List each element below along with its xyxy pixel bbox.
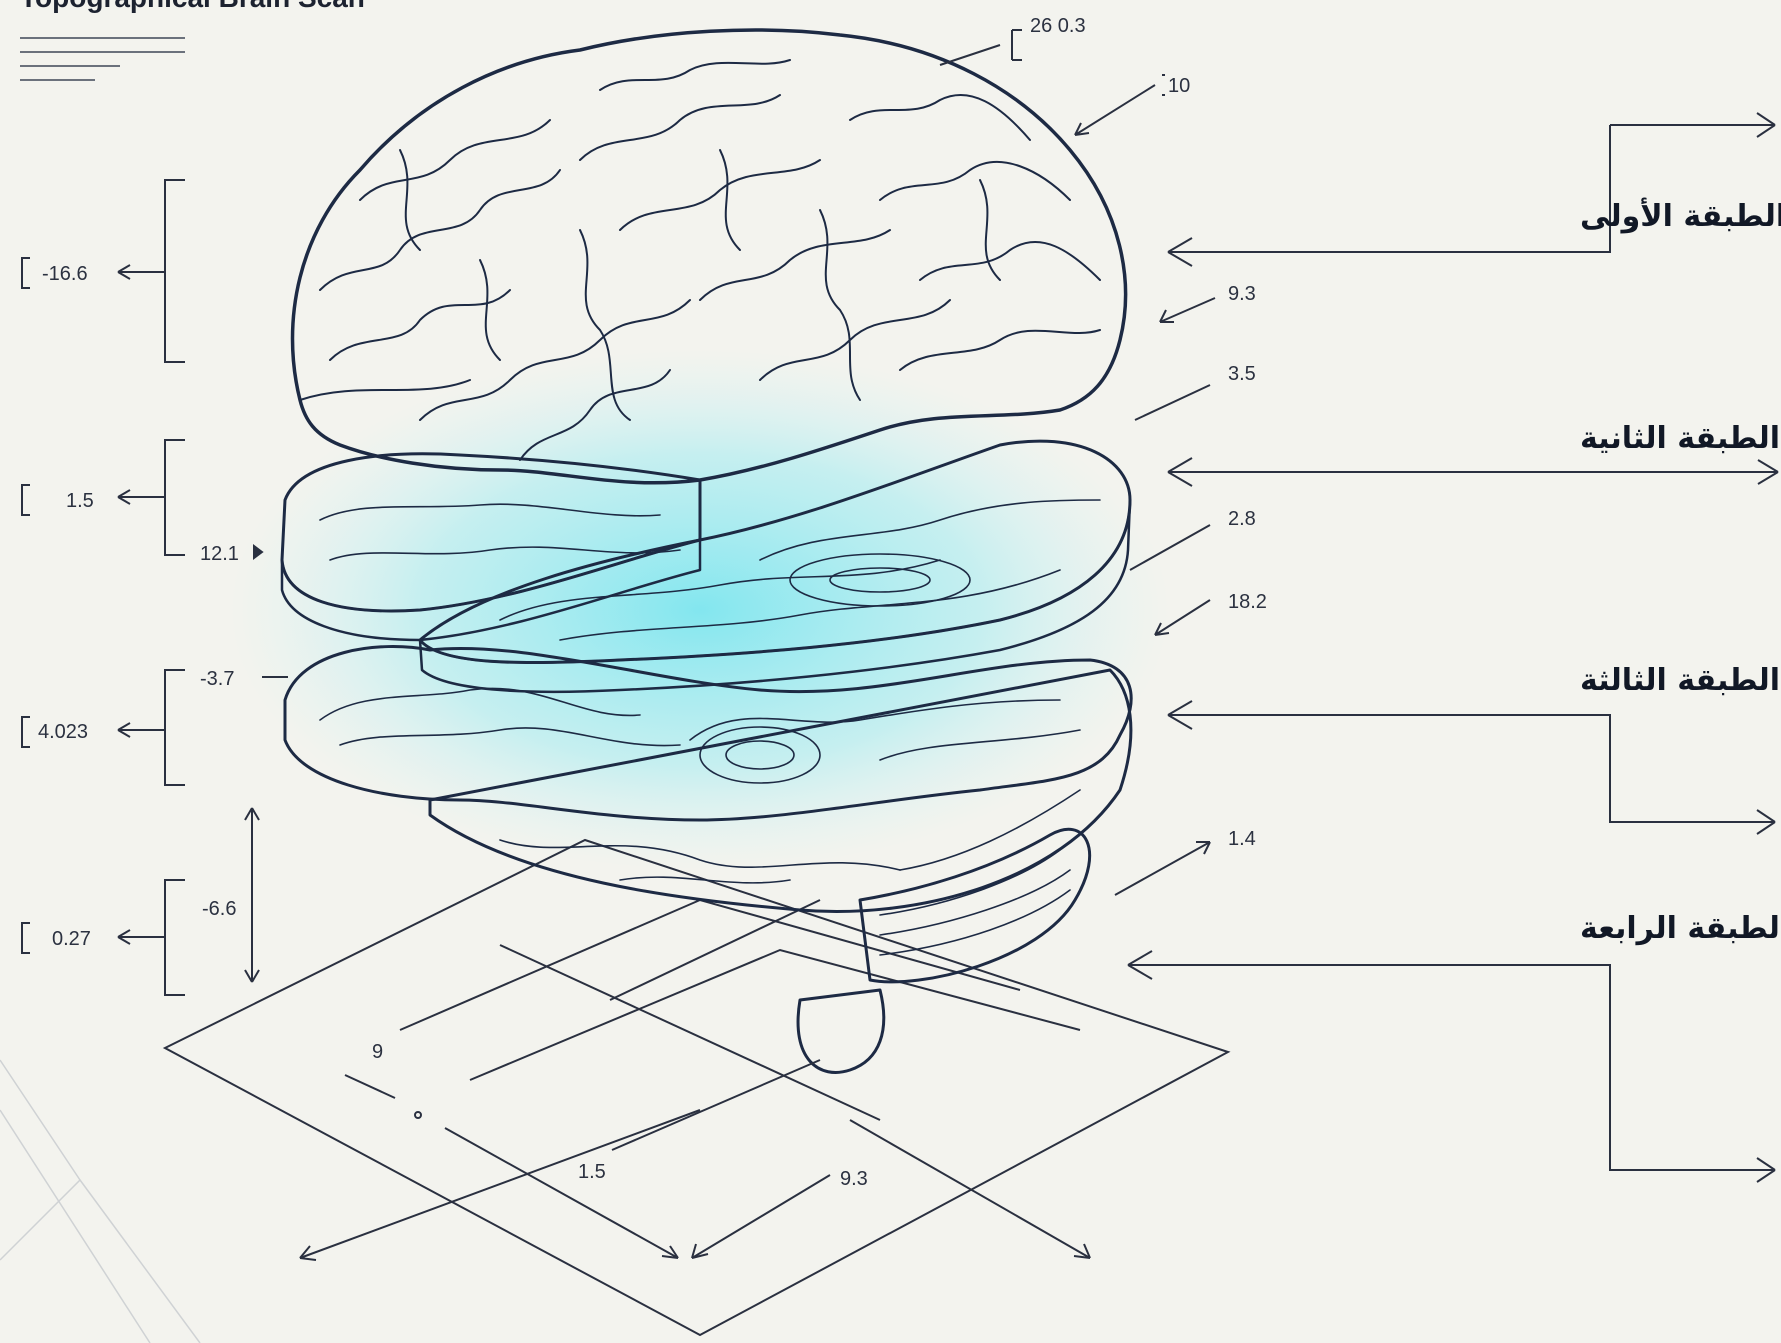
title-rules: [20, 38, 185, 80]
right-mark-2: 3.5: [1228, 363, 1256, 385]
right-mark-3: 2.8: [1228, 508, 1256, 530]
base-ticks: [345, 1060, 820, 1150]
cerebellum-folds: [880, 850, 1070, 955]
side-mark-a: 12.1: [200, 543, 239, 565]
layer-label-1: عمق المسح: الطبقة الأولى: [1580, 197, 1781, 234]
left-readouts: -16.6 1.5 4.023 0.27 12.1 -3.7 -6.6: [38, 263, 239, 950]
top-mark-a: 26 0.3: [1030, 15, 1086, 37]
top-mark-b: 10: [1168, 75, 1190, 97]
base-mark-b: 1.5: [578, 1161, 606, 1183]
right-mark-1: 9.3: [1228, 283, 1256, 305]
layer-labels: عمق المسح: الطبقة الأولى كثافة معرفية: ا…: [1580, 197, 1781, 946]
layer-1-arrow: [1168, 113, 1775, 266]
bracket-4: [165, 880, 185, 995]
left-readout-3: 4.023: [38, 721, 88, 743]
left-readout-2: 1.5: [66, 490, 94, 512]
layer-label-3: تحليل الفجوات: الطبقة الثالثة: [1580, 663, 1781, 698]
base-grid-plane: [165, 840, 1228, 1335]
side-mark-c: -6.6: [202, 898, 236, 920]
base-marks: 9 1.5 9.3: [372, 1041, 868, 1190]
layer-label-4: استعداد جوهري: الطبقة الرابعة: [1580, 911, 1781, 946]
right-marks: 9.3 3.5 2.8 18.2 1.4: [1228, 283, 1267, 850]
bracket-1: [165, 180, 185, 362]
side-mark-b: -3.7: [200, 668, 234, 690]
layer-label-2: كثافة معرفية: الطبقة الثانية: [1580, 421, 1781, 456]
bracket-3: [165, 670, 185, 785]
bracket-2: [165, 440, 185, 555]
base-mark-a: 9: [372, 1041, 383, 1063]
layer-arrows: [1128, 113, 1778, 1182]
layer-3-arrow: [1168, 701, 1775, 834]
brainstem: [798, 990, 884, 1072]
background-decoration: [0, 1060, 200, 1343]
left-readout-4: 0.27: [52, 928, 91, 950]
left-readout-1: -16.6: [42, 263, 88, 285]
layer-2-arrow: [1168, 458, 1778, 486]
right-mark-4: 18.2: [1228, 591, 1267, 613]
right-mark-5: 1.4: [1228, 828, 1256, 850]
top-leaders: [940, 30, 1165, 135]
top-marks: 26 0.3 10: [1030, 15, 1190, 97]
base-mark-c: 9.3: [840, 1168, 868, 1190]
layer-4-arrow: [1128, 951, 1775, 1182]
